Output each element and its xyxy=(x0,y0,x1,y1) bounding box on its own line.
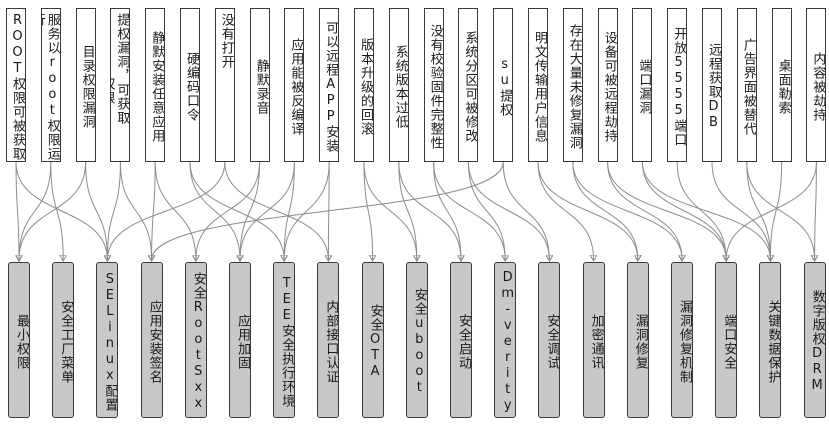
threat-box: 没有打开SELinux xyxy=(214,8,235,162)
connector-arrow xyxy=(19,161,87,260)
connector-arrow xyxy=(240,161,295,260)
threat-box: 系统分区可被修改 xyxy=(458,8,479,162)
threat-box: 端口漏洞 xyxy=(632,8,653,162)
connector-arrow xyxy=(15,161,107,260)
connector-arrow xyxy=(815,161,817,260)
threat-box: 桌面勒索 xyxy=(771,8,792,162)
threat-box: 存在大量未修复漏洞 xyxy=(562,8,583,162)
threat-box: 硬编码口令 xyxy=(180,8,200,162)
threat-box: 明文传输用户信息 xyxy=(528,8,548,162)
threat-box: 内容被劫持 xyxy=(806,8,827,162)
connector-arrow xyxy=(641,161,726,260)
measure-box: 安全调试 xyxy=(538,262,561,418)
connector-arrow xyxy=(107,161,226,260)
threat-box: 应用能被反编译 xyxy=(284,8,305,162)
connector-arrow xyxy=(152,161,156,260)
connector-arrow xyxy=(502,161,549,260)
measure-box: 应用加固 xyxy=(229,262,251,418)
threat-box: su提权 xyxy=(493,8,514,162)
connector-arrow xyxy=(189,161,284,260)
connector-arrow xyxy=(572,161,682,260)
threat-box: 静默录音 xyxy=(249,8,270,162)
connector-arrow xyxy=(19,161,52,260)
connector-arrow xyxy=(154,161,196,260)
connector-arrow xyxy=(433,161,506,260)
threat-box: 目录权限漏洞 xyxy=(75,8,96,162)
measure-box: 安全OTA xyxy=(361,262,384,418)
connector-arrow xyxy=(224,161,329,260)
threat-box: 远程获取DB xyxy=(702,8,722,162)
connector-arrow xyxy=(537,161,638,260)
measure-box: 数字版权DRM xyxy=(803,262,826,418)
measure-box: 内部接口认证 xyxy=(317,262,340,418)
connector-arrow xyxy=(16,161,19,260)
threat-box: 提权漏洞，可获取root权限 xyxy=(110,8,131,162)
threat-box: 设备可被远程劫持 xyxy=(597,8,618,162)
connector-arrow xyxy=(398,161,461,260)
measure-box: Dm-verity xyxy=(494,262,517,418)
connector-arrow xyxy=(537,161,594,260)
threat-box: 开放5555端口 xyxy=(667,8,688,162)
connector-arrow xyxy=(85,161,108,260)
measure-box: 安全uboot xyxy=(405,262,428,418)
measure-box: SELinux配置 xyxy=(96,262,119,418)
measure-box: 加密通讯 xyxy=(582,262,605,418)
threat-box: 服务以root权限运行 xyxy=(40,8,61,162)
connector-arrow xyxy=(284,161,330,260)
measure-box: 应用安装签名 xyxy=(140,262,163,418)
connector-arrow xyxy=(726,161,817,260)
connector-arrow xyxy=(50,161,63,260)
connector-arrow xyxy=(119,161,151,260)
connector-arrow xyxy=(607,161,682,260)
measure-box: 漏洞修复机制 xyxy=(671,262,693,418)
connector-arrow xyxy=(152,161,504,260)
threat-box: 广告界面被替代 xyxy=(736,8,757,162)
connector-arrow xyxy=(240,161,261,260)
connector-arrow xyxy=(746,161,771,260)
measure-box: 安全RootSxx xyxy=(184,262,207,418)
connector-arrow xyxy=(363,161,417,260)
connector-arrow xyxy=(770,161,783,260)
measure-box: TEE安全执行环境 xyxy=(273,262,296,418)
connector-arrow xyxy=(676,161,726,260)
connector-arrow xyxy=(284,161,295,260)
connector-arrow xyxy=(607,161,727,260)
connector-arrow xyxy=(572,161,638,260)
connector-arrow xyxy=(433,161,461,260)
threat-box: 版本升级的回滚 xyxy=(354,8,374,162)
connector-arrow xyxy=(189,161,240,260)
connector-arrow xyxy=(467,161,505,260)
connector-arrow xyxy=(467,161,549,260)
measure-box: 最小权限 xyxy=(8,262,30,418)
measure-box: 关键数据保护 xyxy=(759,262,782,418)
connector-arrow xyxy=(641,161,770,260)
measure-box: 安全启动 xyxy=(450,262,472,418)
threat-box: ROOT权限可被获取 xyxy=(6,8,26,162)
measure-box: 端口安全 xyxy=(715,262,738,418)
threat-box: 没有校验固件完整性 xyxy=(423,8,444,162)
threat-box: 静默安装任意应用 xyxy=(145,8,166,162)
connector-arrow xyxy=(107,161,121,260)
connector-arrow xyxy=(398,161,417,260)
connector-arrow xyxy=(196,161,261,260)
connector-arrow xyxy=(363,161,373,260)
threat-box: 可以远程APP安装 xyxy=(319,8,340,162)
measure-box: 安全工厂菜单 xyxy=(52,262,75,418)
connector-arrow xyxy=(746,161,815,260)
connector-arrow xyxy=(711,161,770,260)
threat-box: 系统版本过低 xyxy=(388,8,409,162)
measure-box: 漏洞修复 xyxy=(626,262,649,418)
